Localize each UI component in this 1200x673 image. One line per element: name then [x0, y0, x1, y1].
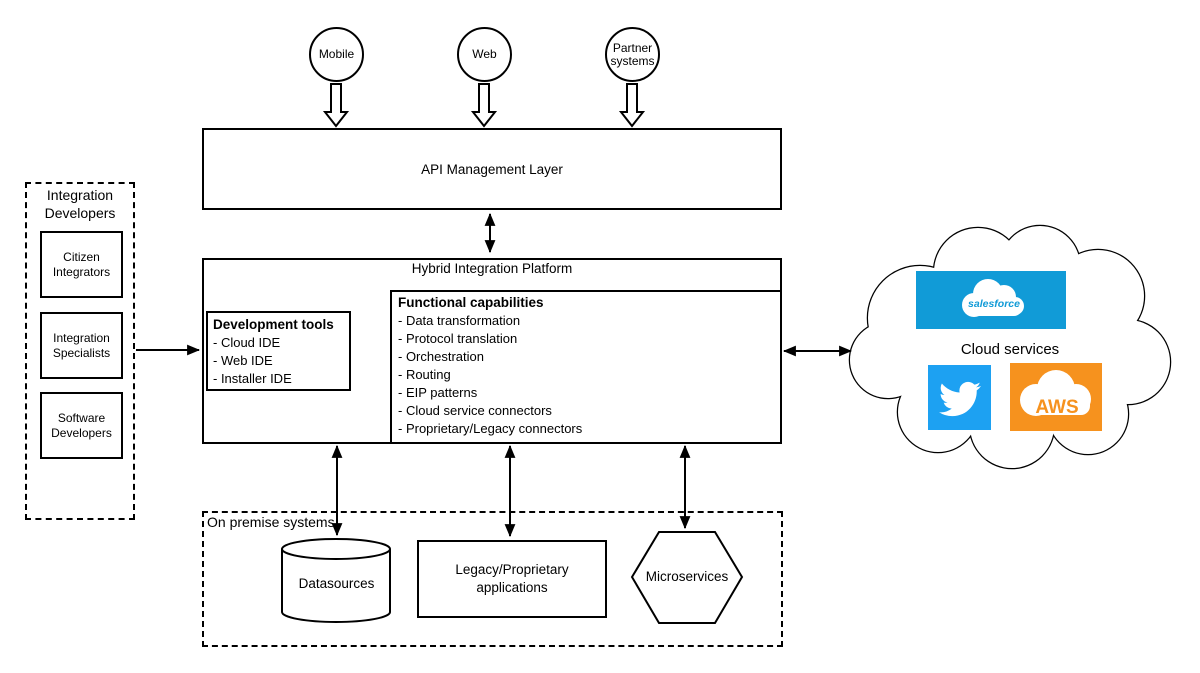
development-tools-title: Development tools: [213, 317, 334, 332]
client-node-partner: Partner systems: [605, 27, 660, 82]
block-arrow-mobile: [322, 83, 350, 128]
microservices-text: Microservices: [645, 569, 729, 584]
dev-tools-item: - Web IDE: [213, 353, 273, 368]
persona-label: Citizen Integrators: [52, 249, 111, 279]
client-label-mobile: Mobile: [318, 47, 355, 61]
functional-item: - Proprietary/Legacy connectors: [398, 421, 583, 436]
client-node-mobile: Mobile: [309, 27, 364, 82]
hip-title: Hybrid Integration Platform: [411, 261, 573, 276]
microservices-hexagon: [630, 531, 744, 624]
persona-software-developers: Software Developers: [40, 392, 123, 459]
persona-label: Software Developers: [51, 410, 112, 440]
functional-item: - Protocol translation: [398, 331, 518, 346]
functional-item: - EIP patterns: [398, 385, 478, 400]
legacy-applications-label: Legacy/Proprietary applications: [455, 562, 569, 595]
cloud-services-label: Cloud services: [960, 341, 1060, 358]
salesforce-wordmark: salesforce: [968, 298, 1020, 310]
on-premise-systems-title: On premise systems: [207, 514, 335, 530]
integration-developers-title: Integration Developers: [44, 187, 116, 221]
persona-integration-specialists: Integration Specialists: [40, 312, 123, 379]
twitter-logo: [928, 365, 991, 430]
functional-capabilities-box: Functional capabilities - Data transform…: [390, 290, 782, 444]
client-label-partner: Partner systems: [610, 40, 655, 68]
salesforce-logo: salesforce: [916, 271, 1066, 329]
aws-logo: AWS: [1010, 363, 1102, 431]
datasources-cylinder: [281, 538, 391, 623]
functional-item: - Data transformation: [398, 313, 521, 328]
development-tools-box: Development tools - Cloud IDE - Web IDE …: [206, 311, 351, 391]
dev-tools-item: - Installer IDE: [213, 371, 292, 386]
api-management-layer-box: API Management Layer: [202, 128, 782, 210]
datasources-label: Datasources: [283, 576, 390, 591]
dev-tools-item: - Cloud IDE: [213, 335, 281, 350]
functional-item: - Orchestration: [398, 349, 484, 364]
microservices-label: Microservices: [634, 569, 740, 584]
client-node-web: Web: [457, 27, 512, 82]
functional-item: - Routing: [398, 367, 451, 382]
functional-item: - Cloud service connectors: [398, 403, 552, 418]
legacy-applications-box: Legacy/Proprietary applications: [417, 540, 607, 618]
datasources-text: Datasources: [298, 576, 375, 591]
block-arrow-web: [470, 83, 498, 128]
functional-capabilities-title: Functional capabilities: [398, 295, 544, 310]
integration-developers-group: [25, 182, 135, 520]
on-premise-systems-group: [202, 511, 783, 647]
api-management-layer-title: API Management Layer: [421, 161, 563, 177]
block-arrow-partner: [618, 83, 646, 128]
persona-citizen-integrators: Citizen Integrators: [40, 231, 123, 298]
client-label-web: Web: [472, 47, 497, 61]
persona-label: Integration Specialists: [52, 330, 111, 360]
aws-wordmark: AWS: [1035, 397, 1078, 418]
